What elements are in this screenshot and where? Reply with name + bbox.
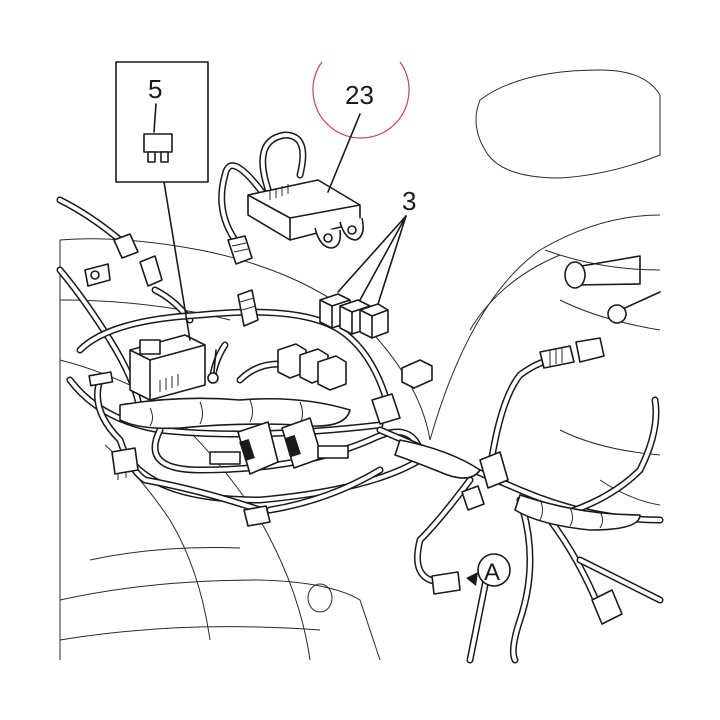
callout-23-group: 23 bbox=[312, 61, 410, 193]
connector-icon bbox=[591, 589, 623, 625]
callout-23-label: 23 bbox=[345, 80, 374, 110]
view-arrow-group: A bbox=[466, 553, 511, 587]
callout-5-group: 5 bbox=[115, 61, 209, 341]
connector-icon bbox=[209, 417, 349, 475]
callout-3-group: 3 bbox=[337, 186, 416, 305]
connector-icon bbox=[237, 289, 259, 327]
callout-5-label: 5 bbox=[148, 74, 162, 104]
view-a-label: A bbox=[484, 559, 500, 586]
connector-icon bbox=[539, 337, 605, 369]
connector-icon bbox=[227, 235, 253, 265]
connector-icon bbox=[207, 349, 219, 384]
connector-icon bbox=[371, 393, 401, 425]
connector-icon bbox=[111, 447, 139, 480]
fuse-icon bbox=[143, 133, 173, 163]
relay-icon bbox=[277, 343, 347, 391]
relay-group bbox=[277, 293, 433, 391]
connector-icon bbox=[84, 263, 111, 287]
highlight-circle bbox=[312, 61, 410, 139]
harness-sleeve bbox=[119, 397, 641, 531]
callout-3-label: 3 bbox=[402, 186, 416, 216]
connector-icon bbox=[431, 571, 461, 595]
relay-icon bbox=[359, 303, 389, 339]
connector-icon bbox=[461, 451, 509, 511]
control-module-icon bbox=[247, 179, 364, 249]
fuse-inset-frame bbox=[115, 61, 209, 183]
connector-icon bbox=[113, 233, 163, 287]
view-arrow-icon bbox=[477, 553, 511, 587]
fuse-box bbox=[129, 334, 206, 401]
connector-icon bbox=[243, 505, 271, 527]
connector-group bbox=[84, 233, 623, 625]
connector-icon bbox=[88, 371, 114, 387]
